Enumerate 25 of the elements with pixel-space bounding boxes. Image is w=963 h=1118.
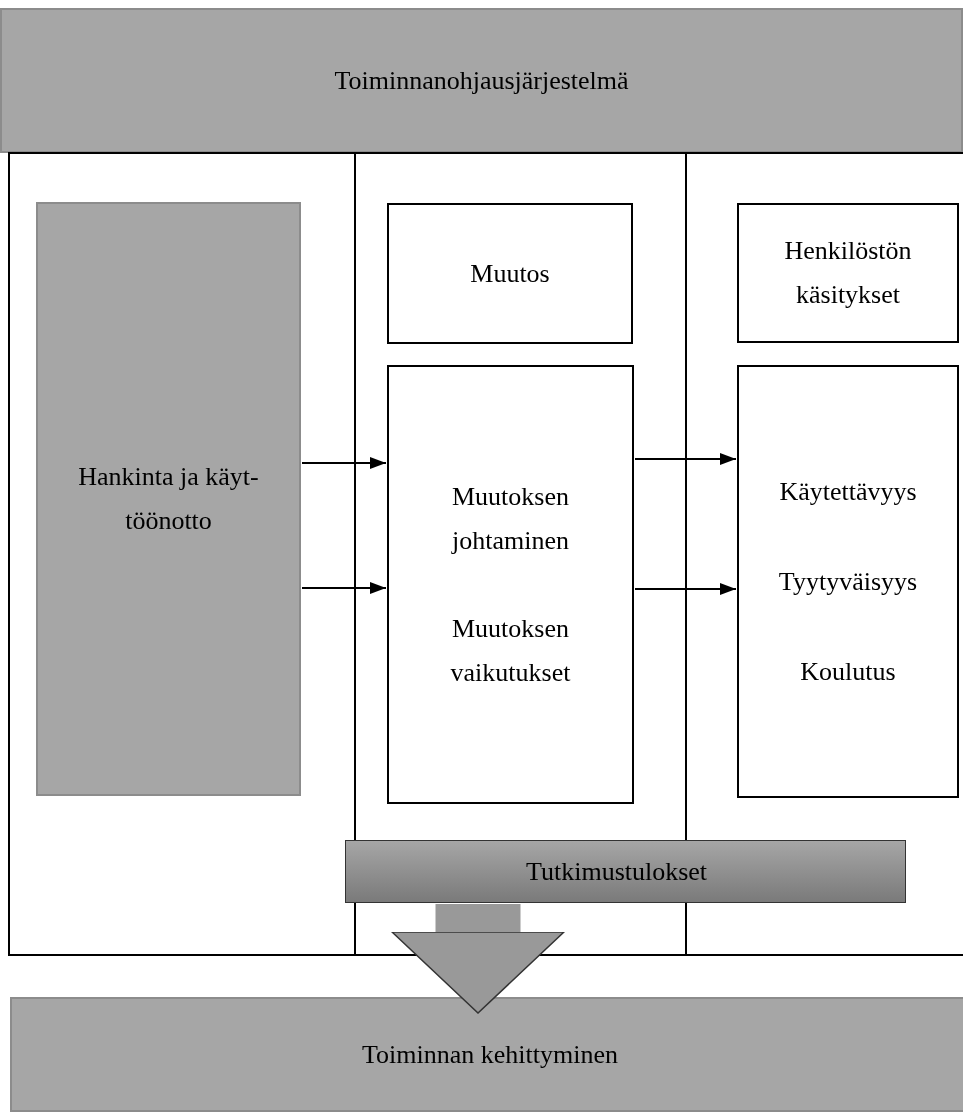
box-label: Muutoksen vaikutukset [449, 612, 572, 689]
process-box [387, 203, 633, 344]
box-label: Muutoksen johtaminen [450, 480, 570, 557]
box-label: Muutos [470, 257, 550, 290]
box-label: Toiminnan kehittyminen [362, 1038, 618, 1071]
frame-box [8, 152, 963, 956]
arrow [634, 453, 737, 465]
process-box [387, 365, 634, 804]
arrow [301, 457, 387, 469]
arrow [301, 582, 387, 594]
box-label: Käytettävyys [779, 475, 917, 508]
process-box [36, 202, 301, 796]
arrow [634, 583, 737, 595]
block-arrow [391, 904, 565, 1014]
box-label: Hankinta ja käyt- töönotto [77, 461, 260, 537]
box-label: Tutkimustulokset [526, 855, 708, 888]
footer-band [10, 997, 963, 1112]
box-label: Toiminnanohjausjärjestelmä [334, 64, 629, 97]
box-label: Tyytyväisyys [778, 565, 918, 598]
header-band [0, 8, 963, 153]
process-box [737, 203, 959, 343]
box-label: Koulutus [800, 655, 896, 688]
result-bar [345, 840, 906, 903]
box-label: Henkilöstön käsitykset [783, 235, 913, 311]
process-box [737, 365, 959, 798]
